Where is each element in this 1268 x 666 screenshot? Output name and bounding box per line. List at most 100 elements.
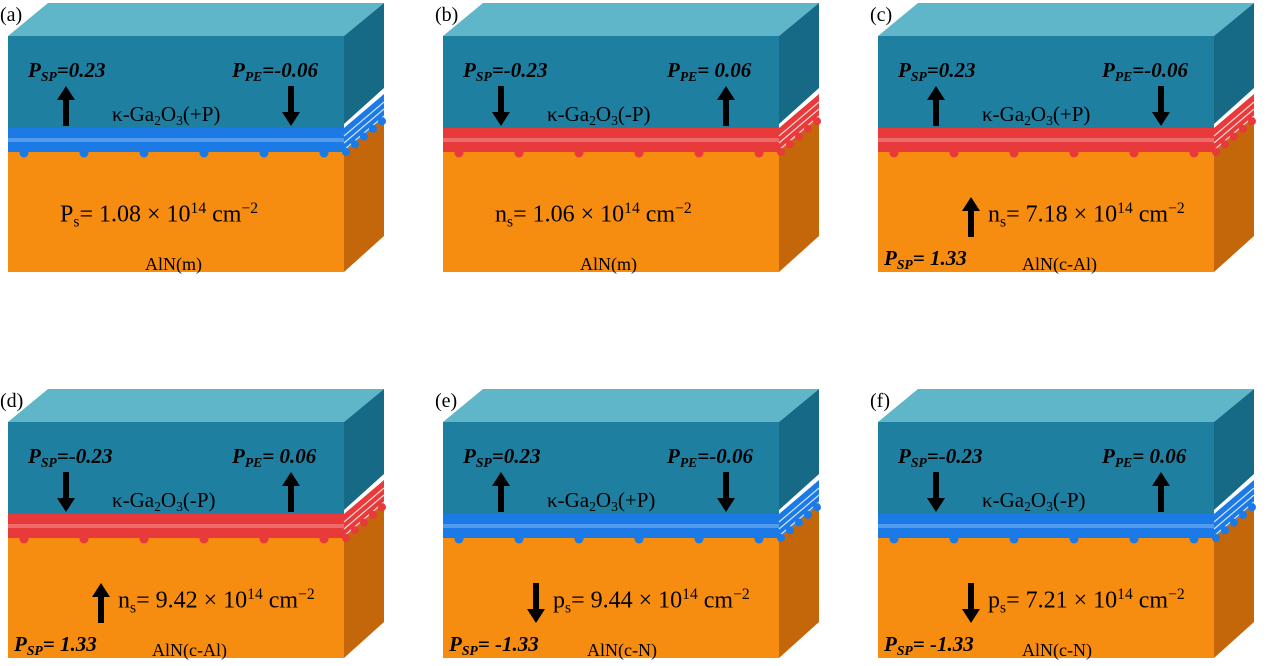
charge-unit: cm xyxy=(206,201,242,228)
heterostructure-block xyxy=(878,389,1256,658)
substrate-side-face xyxy=(779,504,819,658)
psp-value: =-0.23 xyxy=(926,444,983,468)
heterostructure-block xyxy=(443,3,821,272)
substrate-psp-subscript: SP xyxy=(461,643,478,659)
interface-charge-dot xyxy=(694,148,704,158)
charge-unit: cm xyxy=(1132,587,1169,614)
ppe-subscript: PE xyxy=(1114,455,1133,471)
substrate-psp-value: = -1.33 xyxy=(912,632,974,656)
charge-symbol: n xyxy=(988,201,1000,228)
interface-charge-dot xyxy=(1069,148,1079,158)
ppe-value: =-0.06 xyxy=(262,58,318,82)
charge-exponent: 14 xyxy=(1117,200,1133,217)
interface-charge-dot xyxy=(369,510,377,519)
psp-subscript: SP xyxy=(910,69,927,85)
interface-charge-dot xyxy=(1212,534,1220,542)
psp-arrow-up xyxy=(492,472,510,512)
charge-unit: cm xyxy=(639,201,676,228)
charge-value: = 7.18 × 10 xyxy=(1006,201,1118,228)
psp-symbol: P xyxy=(28,58,41,82)
sheet-charge-density: ps= 7.21 × 1014 cm−2 xyxy=(988,586,1185,617)
film-top-face xyxy=(443,389,819,422)
substrate-psp-symbol: P xyxy=(884,246,897,270)
film-polarity: (+P) xyxy=(182,102,221,126)
interface-charge-dot xyxy=(199,148,209,158)
ppe-value: = 0.06 xyxy=(697,58,752,82)
substrate-polarization-label: PSP= 1.33 xyxy=(884,246,967,273)
ppe-arrow-up xyxy=(1152,472,1170,512)
psp-value: =0.23 xyxy=(926,58,976,82)
substrate-psp-arrow-down xyxy=(962,583,980,623)
charge-symbol: p xyxy=(988,587,1000,614)
film-name: O xyxy=(595,488,612,512)
charge-unit: cm xyxy=(697,587,734,614)
interface-charge-dot xyxy=(351,526,359,535)
panel-label: (e) xyxy=(435,390,458,412)
interface-charge-dot xyxy=(1212,148,1220,156)
substrate-label: AlN(c-Al) xyxy=(1022,254,1097,274)
charge-value: = 9.44 × 10 xyxy=(571,587,683,614)
interface-charge-dot xyxy=(79,148,89,158)
film-material-label: κ-Ga2O3(+P) xyxy=(112,102,220,129)
interface-charge-layer xyxy=(8,128,344,152)
interface-charge-dot xyxy=(754,534,764,544)
interface-charge-dot xyxy=(19,534,29,544)
interface-charge-dot xyxy=(319,534,329,544)
film-side-face xyxy=(779,3,819,124)
spontaneous-polarization-label: PSP=-0.23 xyxy=(898,444,982,471)
psp-symbol: P xyxy=(898,58,911,82)
ppe-arrow-up xyxy=(717,86,735,126)
interface-layer-side xyxy=(1214,94,1254,152)
substrate-psp-arrow-down xyxy=(527,583,545,623)
film-top-face xyxy=(8,3,384,36)
interface-charge-dot xyxy=(813,117,821,126)
interface-charge-dot xyxy=(804,124,812,133)
substrate-psp-symbol: P xyxy=(449,632,462,656)
charge-unit-exponent: −2 xyxy=(733,586,750,603)
substrate-side-face xyxy=(779,118,819,272)
film-name: O xyxy=(160,102,177,126)
interface-charge-dot xyxy=(813,503,821,512)
spontaneous-polarization-label: PSP=0.23 xyxy=(463,444,540,471)
film-subscript: 3 xyxy=(611,499,618,515)
interface-charge-dot xyxy=(1230,518,1238,527)
psp-symbol: P xyxy=(28,444,41,468)
charge-subscript: s xyxy=(565,599,572,617)
interface-charge-dot xyxy=(1069,534,1079,544)
film-name: O xyxy=(1030,102,1047,126)
interface-charge-dot xyxy=(1129,148,1139,158)
interface-charge-dot xyxy=(1221,526,1229,535)
interface-charge-dot xyxy=(514,148,524,158)
interface-charge-dot xyxy=(454,534,464,544)
film-subscript: 2 xyxy=(1024,499,1031,515)
interface-charge-dot xyxy=(634,148,644,158)
sheet-charge-density: ns= 7.18 × 1014 cm−2 xyxy=(988,200,1185,231)
psp-arrow-up xyxy=(927,86,945,126)
charge-value: = 9.42 × 10 xyxy=(136,587,248,614)
charge-unit: cm xyxy=(1132,201,1169,228)
interface-charge-dot xyxy=(199,534,209,544)
interface-layer-side xyxy=(779,480,819,538)
substrate-side-face xyxy=(344,504,384,658)
ppe-symbol: P xyxy=(667,58,680,82)
interface-charge-dot xyxy=(634,534,644,544)
spontaneous-polarization-label: PSP=0.23 xyxy=(898,58,975,85)
interface-charge-dot xyxy=(889,534,899,544)
interface-charge-dot xyxy=(1248,503,1256,512)
charge-exponent: 14 xyxy=(1117,586,1133,603)
charge-exponent: 14 xyxy=(682,586,698,603)
film-subscript: 2 xyxy=(154,113,161,129)
interface-charge-dot xyxy=(786,526,794,535)
interface-layer-side xyxy=(344,480,384,538)
substrate-front-face xyxy=(878,538,1214,658)
interface-charge-dot xyxy=(1189,148,1199,158)
substrate-psp-arrow-up xyxy=(92,583,110,623)
psp-value: =-0.23 xyxy=(491,58,548,82)
charge-symbol: n xyxy=(118,587,130,614)
film-name: κ-Ga xyxy=(112,488,155,512)
film-top-face xyxy=(8,389,384,422)
interface-charge-dot xyxy=(949,148,959,158)
